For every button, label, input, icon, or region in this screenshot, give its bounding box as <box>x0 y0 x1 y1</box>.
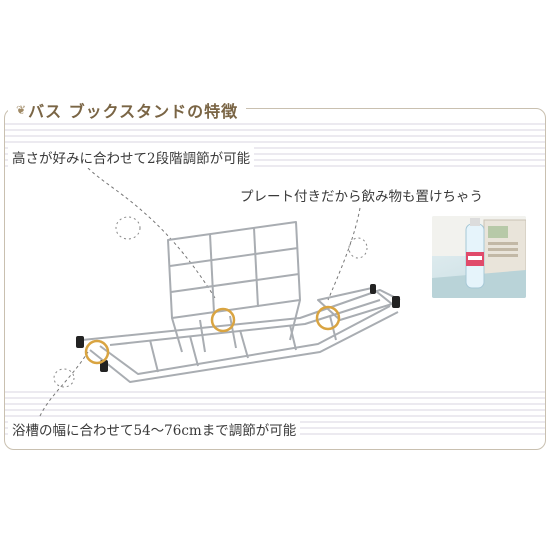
leader-plate <box>327 207 361 301</box>
marker-height <box>210 307 236 333</box>
loop-mark <box>53 368 75 388</box>
section-title: バス ブックスタンドの特徴 <box>28 102 239 121</box>
caption-height-adjust: 高さが好みに合わせて2段階調節が可能 <box>8 146 255 168</box>
loop-mark <box>115 216 141 240</box>
swirl-icon: ❦ <box>16 103 27 117</box>
caption-plate: プレート付きだから飲み物も置けちゃう <box>236 184 487 206</box>
drink-photo <box>432 216 526 298</box>
leader-height <box>87 167 216 299</box>
section-header: ❦ バス ブックスタンドの特徴 <box>8 98 247 122</box>
marker-plate <box>315 305 341 331</box>
loop-mark <box>348 237 368 259</box>
tray-frame <box>81 287 401 383</box>
marker-width <box>84 339 110 365</box>
leader-width <box>39 351 89 417</box>
book-stand <box>167 221 301 353</box>
caption-width-adjust: 浴槽の幅に合わせて54～76cmまで調節が可能 <box>8 418 301 440</box>
end-caps <box>76 284 400 372</box>
